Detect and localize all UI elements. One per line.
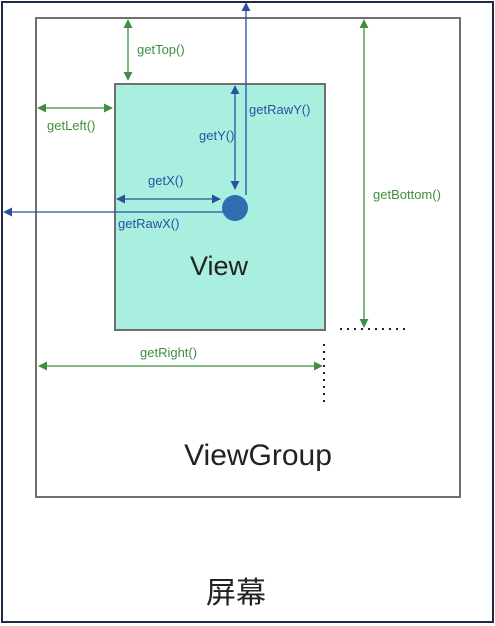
viewgroup-frame — [35, 17, 461, 498]
get-raw-x-label: getRawX() — [118, 216, 179, 231]
get-x-label: getX() — [148, 173, 183, 188]
viewgroup-label: ViewGroup — [184, 439, 332, 472]
view-rect — [114, 83, 326, 331]
touch-point — [222, 195, 248, 221]
get-bottom-label: getBottom() — [373, 187, 441, 202]
get-raw-y-label: getRawY() — [249, 102, 310, 117]
screen-label: 屏幕 — [206, 576, 266, 611]
get-left-label: getLeft() — [47, 118, 95, 133]
view-label: View — [190, 251, 249, 281]
get-top-label: getTop() — [137, 42, 185, 57]
get-right-label: getRight() — [140, 345, 197, 360]
get-y-label: getY() — [199, 128, 234, 143]
